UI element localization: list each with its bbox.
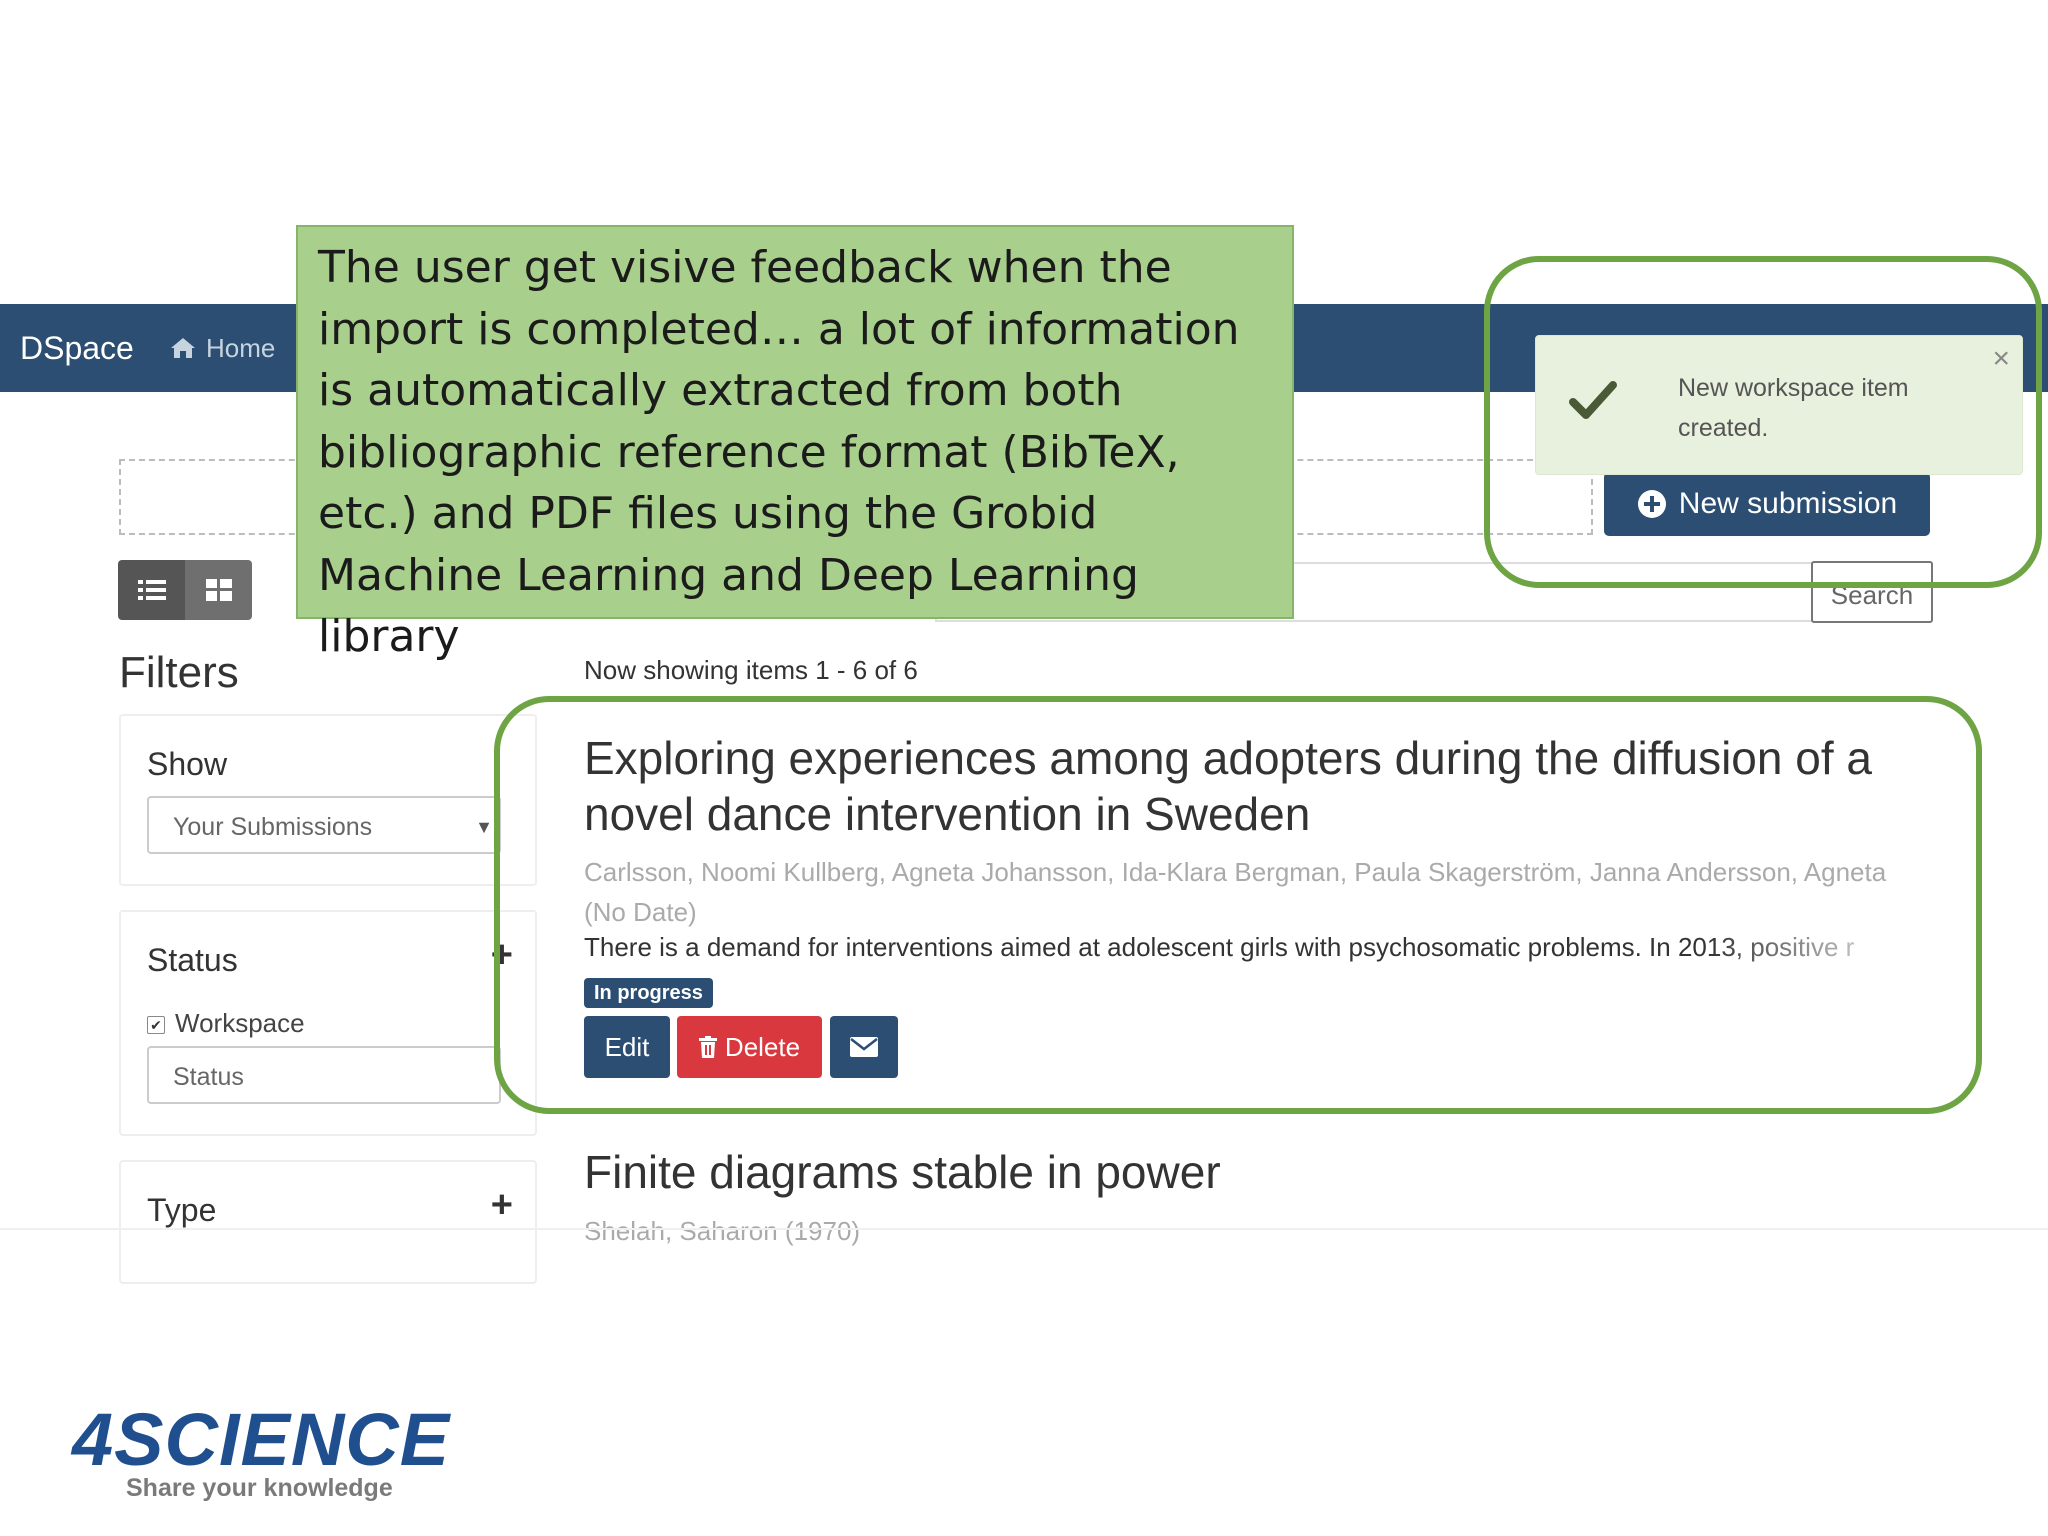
annotation-callout: The user get visive feedback when the im… — [296, 225, 1294, 662]
show-select-value: Your Submissions — [173, 813, 373, 841]
view-mode-toggle — [118, 560, 252, 620]
chevron-down-icon: ▼ — [475, 817, 493, 837]
edit-button[interactable]: Edit — [584, 1016, 670, 1078]
delete-label: Delete — [724, 1031, 801, 1062]
home-icon — [171, 338, 195, 358]
checkmark-icon — [1569, 381, 1617, 419]
logo-tagline: Share your knowledge — [126, 1474, 393, 1502]
results-summary: Now showing items 1 - 6 of 6 — [584, 655, 918, 685]
workspace-checkbox[interactable]: ✔ — [147, 1016, 165, 1034]
status-input-placeholder: Status — [173, 1063, 244, 1091]
screen-bottom-edge — [0, 1228, 2048, 1230]
filters-heading: Filters — [119, 648, 239, 697]
show-filter-label: Show — [147, 746, 228, 782]
toast-message: New workspace item created. — [1678, 374, 1909, 442]
item-title-link[interactable]: Finite diagrams stable in power — [584, 1146, 1221, 1198]
status-filter-label: Status — [147, 942, 238, 978]
4science-logo: 4SCIENCE Share your knowledge — [68, 1390, 468, 1510]
workspace-checkbox-row[interactable]: ✔ Workspace — [147, 1008, 305, 1039]
brand-logo[interactable]: DSpace — [20, 330, 134, 366]
trash-icon — [698, 1036, 717, 1058]
nav-home-link[interactable]: Home — [170, 304, 275, 392]
plus-circle-icon — [1637, 490, 1666, 518]
filter-panel-show: Show Your Submissions ▼ — [119, 714, 537, 886]
new-submission-label: New submission — [1678, 487, 1898, 520]
logo-wordmark: 4SCIENCE — [72, 1398, 451, 1481]
search-button[interactable]: Search — [1811, 561, 1933, 623]
filter-panel-type: Type + — [119, 1160, 537, 1284]
message-button[interactable] — [830, 1016, 898, 1078]
envelope-icon — [850, 1037, 878, 1057]
notification-toast: New workspace item created. × — [1535, 335, 2023, 475]
list-view-button[interactable] — [118, 560, 185, 620]
delete-button[interactable]: Delete — [677, 1016, 822, 1078]
grid-view-button[interactable] — [185, 560, 252, 620]
workspace-checkbox-label: Workspace — [175, 1008, 305, 1038]
new-submission-button[interactable]: New submission — [1604, 472, 1930, 536]
close-icon[interactable]: × — [1992, 342, 2010, 375]
item-highlight-outline — [494, 696, 1982, 1114]
status-input[interactable]: Status — [147, 1046, 501, 1104]
type-expand-icon[interactable]: + — [490, 1184, 513, 1226]
item-authors: Shelah, Saharon (1970) — [584, 1216, 861, 1246]
show-select[interactable]: Your Submissions ▼ — [147, 796, 501, 854]
dspace-screenshot: DSpace Home New submission Search Filter… — [0, 304, 2048, 1284]
item-authors: Carlsson, Noomi Kullberg, Agneta Johanss… — [584, 857, 1887, 927]
type-filter-label: Type — [147, 1192, 217, 1228]
grid-icon — [205, 579, 232, 601]
toast-highlight-outline — [1484, 256, 2042, 588]
item-title-link[interactable]: Exploring experiences among adopters dur… — [584, 732, 1872, 840]
filter-panel-status: Status + ✔Workspace Status — [119, 910, 537, 1136]
list-icon — [137, 580, 166, 600]
item-abstract: There is a demand for interventions aime… — [584, 932, 1855, 962]
status-badge: In progress — [584, 978, 713, 1008]
nav-home-label: Home — [206, 333, 276, 363]
